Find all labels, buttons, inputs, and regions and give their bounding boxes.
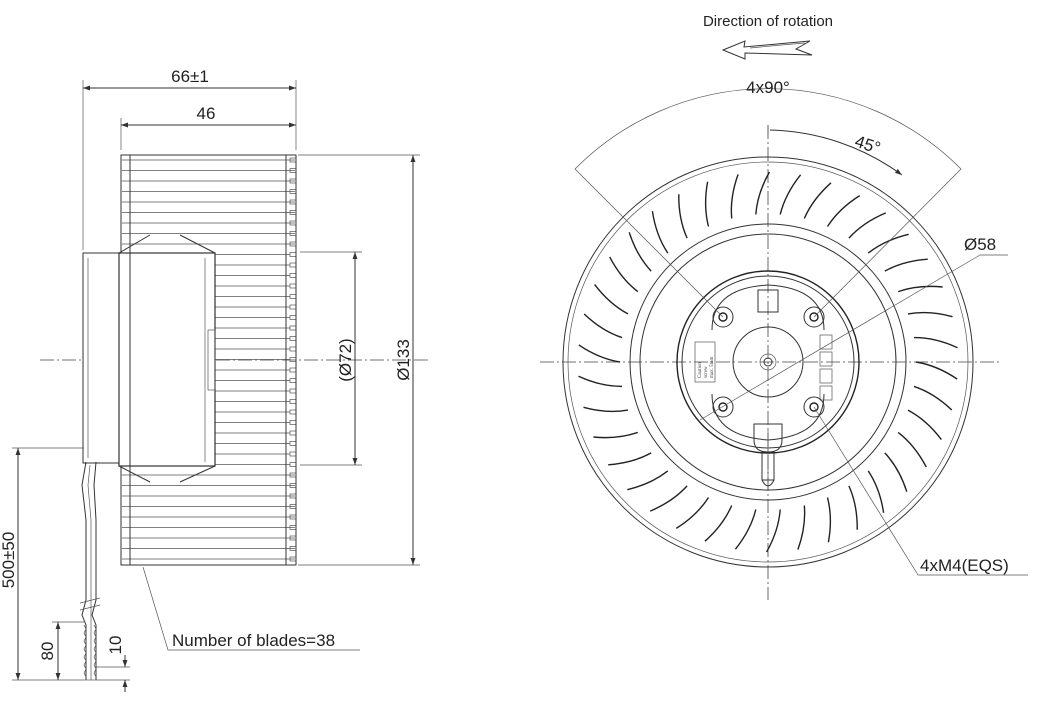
cable-outlet bbox=[753, 423, 783, 490]
blade-tip bbox=[289, 294, 297, 299]
blade bbox=[897, 285, 943, 293]
hole-offset-label: 45° bbox=[853, 132, 883, 158]
blade bbox=[913, 336, 958, 349]
blade-tip bbox=[289, 367, 297, 373]
blade-count-label: Number of blades=38 bbox=[172, 631, 335, 650]
blade-tip bbox=[289, 336, 297, 341]
blade bbox=[907, 409, 942, 441]
blade-tip bbox=[289, 388, 297, 394]
blade bbox=[628, 232, 652, 272]
blade bbox=[913, 385, 953, 411]
blade bbox=[583, 313, 623, 339]
blade bbox=[797, 505, 806, 550]
blade bbox=[826, 195, 861, 227]
blade-tip bbox=[289, 420, 297, 425]
dimension-cable-strip: 80 bbox=[38, 642, 57, 661]
blade bbox=[627, 470, 669, 491]
blade bbox=[848, 485, 858, 530]
blade bbox=[704, 505, 733, 542]
blade bbox=[675, 497, 710, 529]
blade bbox=[678, 194, 688, 239]
blade bbox=[915, 361, 958, 380]
front-view: Caution screw max. 5mm 4x90° 45° Ø58 bbox=[540, 13, 1028, 600]
blade bbox=[826, 497, 832, 543]
side-view: 66±1 46 (Ø72) Ø133 500±50 80 10 Number o bbox=[0, 67, 430, 692]
blade bbox=[730, 174, 739, 219]
blade-tip bbox=[289, 399, 297, 404]
dimension-impeller-width: 46 bbox=[197, 104, 216, 123]
blade bbox=[803, 182, 832, 219]
blade bbox=[867, 470, 885, 513]
hub-diameter-label: Ø58 bbox=[964, 235, 996, 254]
blade-tip bbox=[289, 462, 297, 467]
blade bbox=[848, 212, 887, 239]
blade bbox=[583, 406, 629, 413]
blade bbox=[907, 311, 953, 318]
mounting-holes-label: 4xM4(EQS) bbox=[920, 556, 1009, 575]
dimension-cable-length: 500±50 bbox=[0, 532, 18, 589]
blade bbox=[704, 181, 710, 227]
blade-tip bbox=[289, 262, 297, 268]
label-plate-line3: max. 5mm bbox=[710, 357, 715, 378]
dimension-overall-length: 66±1 bbox=[171, 67, 209, 86]
blade-tip bbox=[289, 441, 297, 446]
mounting-holes bbox=[712, 306, 825, 418]
blade bbox=[578, 375, 623, 388]
blade bbox=[609, 256, 639, 293]
dimension-wire-strip: 10 bbox=[106, 636, 125, 655]
blade-tip bbox=[289, 325, 297, 331]
label-plate-line1: Caution bbox=[698, 362, 703, 378]
blade-tip bbox=[289, 273, 297, 278]
blade bbox=[765, 509, 781, 553]
blade-tip bbox=[289, 409, 297, 415]
blade-tip bbox=[289, 304, 297, 310]
blade bbox=[867, 233, 909, 254]
rotation-arrow-icon bbox=[721, 40, 813, 60]
hole-pattern-label: 4x90° bbox=[746, 78, 790, 97]
blade bbox=[593, 431, 639, 439]
blade-tip bbox=[289, 315, 297, 320]
dimension-motor-diameter: (Ø72) bbox=[336, 338, 355, 381]
blade bbox=[755, 171, 771, 215]
blade bbox=[734, 509, 757, 550]
impeller-blades-front bbox=[578, 171, 958, 553]
blade-tip bbox=[289, 346, 297, 352]
blade bbox=[884, 258, 928, 272]
blade-tip bbox=[289, 430, 297, 436]
blade bbox=[578, 344, 621, 363]
blade bbox=[608, 452, 652, 466]
motor-housing bbox=[82, 234, 216, 483]
blade bbox=[897, 431, 927, 468]
dimension-outer-diameter: Ø133 bbox=[394, 339, 413, 381]
rotation-label: Direction of rotation bbox=[703, 13, 833, 30]
impeller-blades-side bbox=[122, 157, 297, 562]
blade bbox=[884, 452, 908, 492]
blade-tip bbox=[289, 283, 297, 289]
blade bbox=[649, 485, 688, 512]
blade bbox=[594, 283, 629, 315]
blade bbox=[651, 211, 669, 254]
blade-tip bbox=[289, 451, 297, 457]
blade-tip bbox=[289, 357, 297, 362]
blade-tip bbox=[289, 252, 297, 257]
cable bbox=[79, 461, 101, 681]
label-plate-line2: screw bbox=[704, 366, 709, 378]
blade-tip bbox=[289, 378, 297, 383]
blade bbox=[779, 174, 802, 215]
